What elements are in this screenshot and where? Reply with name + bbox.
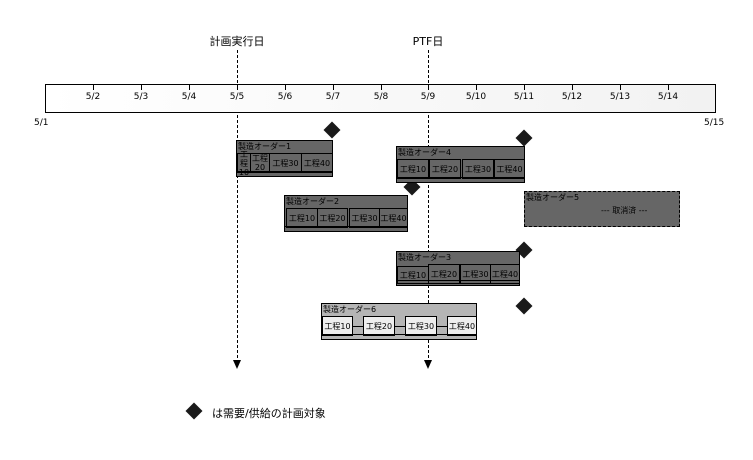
axis-tick-label: 5/4	[181, 92, 197, 102]
process-cell[interactable]: 工程20	[428, 264, 460, 284]
order-title: 製造オーダー2	[286, 197, 340, 206]
axis-tick-label: 5/5	[229, 92, 245, 102]
axis-tick	[476, 84, 477, 90]
process-cell[interactable]: 工程20	[363, 316, 395, 336]
timeline-start-label: 5/1	[34, 118, 49, 128]
axis-tick	[572, 84, 573, 90]
axis-tick-label: 5/10	[465, 92, 487, 102]
axis-tick	[237, 84, 238, 90]
process-cell[interactable]: 工程10	[322, 316, 353, 336]
process-cell[interactable]: 工程20	[250, 153, 270, 173]
arrow-down-icon	[424, 360, 432, 369]
axis-tick	[285, 84, 286, 90]
arrow-down-icon	[233, 360, 241, 369]
axis-tick	[141, 84, 142, 90]
axis-tick	[668, 84, 669, 90]
axis-tick	[189, 84, 190, 90]
process-cell[interactable]: 工程10	[397, 159, 429, 179]
axis-tick	[93, 84, 94, 90]
axis-tick-label: 5/13	[609, 92, 631, 102]
process-cell[interactable]: 工程10	[397, 266, 429, 284]
manufacturing-order-1[interactable]: 製造オーダー1 工程10 工程20 工程30 工程40	[236, 140, 333, 177]
axis-tick	[333, 84, 334, 90]
process-cell[interactable]: 工程30	[405, 316, 437, 336]
axis-tick	[620, 84, 621, 90]
legend-diamond-icon	[185, 402, 203, 420]
axis-tick	[524, 84, 525, 90]
plan-target-diamond-icon	[323, 121, 341, 139]
process-cell[interactable]: 工程40	[301, 153, 333, 173]
axis-tick-label: 5/8	[373, 92, 389, 102]
ptf-day-line	[428, 50, 429, 358]
order-title: 製造オーダー4	[398, 148, 452, 157]
cancelled-status: --- 取消済 ---	[601, 206, 648, 215]
manufacturing-order-2[interactable]: 製造オーダー2 工程10 工程20 工程30 工程40	[284, 195, 408, 232]
order-title: 製造オーダー6	[323, 305, 377, 314]
process-cell[interactable]: 工程40	[447, 316, 477, 336]
axis-tick-label: 5/2	[85, 92, 101, 102]
process-cell[interactable]: 工程40	[494, 159, 525, 179]
order-title: 製造オーダー5	[526, 193, 580, 202]
process-cell[interactable]: 工程30	[349, 208, 380, 228]
manufacturing-order-4[interactable]: 製造オーダー4 工程10 工程20 工程30 工程40	[396, 146, 525, 183]
axis-tick-label: 5/14	[657, 92, 679, 102]
order-title: 製造オーダー1	[238, 142, 292, 151]
axis-tick	[381, 84, 382, 90]
process-cell[interactable]: 工程40	[379, 208, 408, 228]
process-cell[interactable]: 工程20	[429, 159, 461, 179]
process-cell[interactable]: 工程10	[237, 149, 251, 177]
axis-tick-label: 5/12	[561, 92, 583, 102]
manufacturing-order-6[interactable]: 製造オーダー6 工程10 工程20 工程30 工程40	[321, 303, 477, 340]
axis-tick-label: 5/3	[133, 92, 149, 102]
timeline-axis	[45, 84, 716, 113]
plan-exec-day-line	[237, 50, 238, 358]
order-title: 製造オーダー3	[398, 253, 452, 262]
process-cell[interactable]: 工程40	[490, 264, 520, 284]
timeline-end-label: 5/15	[704, 118, 725, 128]
legend-text: は需要/供給の計画対象	[212, 407, 326, 420]
plan-target-diamond-icon	[515, 129, 533, 147]
axis-tick-label: 5/6	[277, 92, 293, 102]
process-cell[interactable]: 工程10	[286, 208, 318, 228]
axis-tick	[428, 84, 429, 90]
ptf-day-label: PTF日	[412, 35, 444, 48]
axis-tick-label: 5/9	[420, 92, 436, 102]
process-cell[interactable]: 工程30	[462, 159, 494, 179]
process-cell[interactable]: 工程30	[269, 153, 302, 173]
plan-exec-day-label: 計画実行日	[209, 35, 265, 48]
process-cell[interactable]: 工程20	[317, 208, 348, 228]
axis-tick-label: 5/11	[513, 92, 535, 102]
manufacturing-order-5[interactable]: 製造オーダー5 --- 取消済 ---	[524, 191, 680, 227]
process-cell[interactable]: 工程30	[460, 264, 491, 284]
plan-target-diamond-icon	[515, 297, 533, 315]
manufacturing-order-3[interactable]: 製造オーダー3 工程10 工程20 工程30 工程40	[396, 251, 520, 286]
axis-tick-label: 5/7	[325, 92, 341, 102]
